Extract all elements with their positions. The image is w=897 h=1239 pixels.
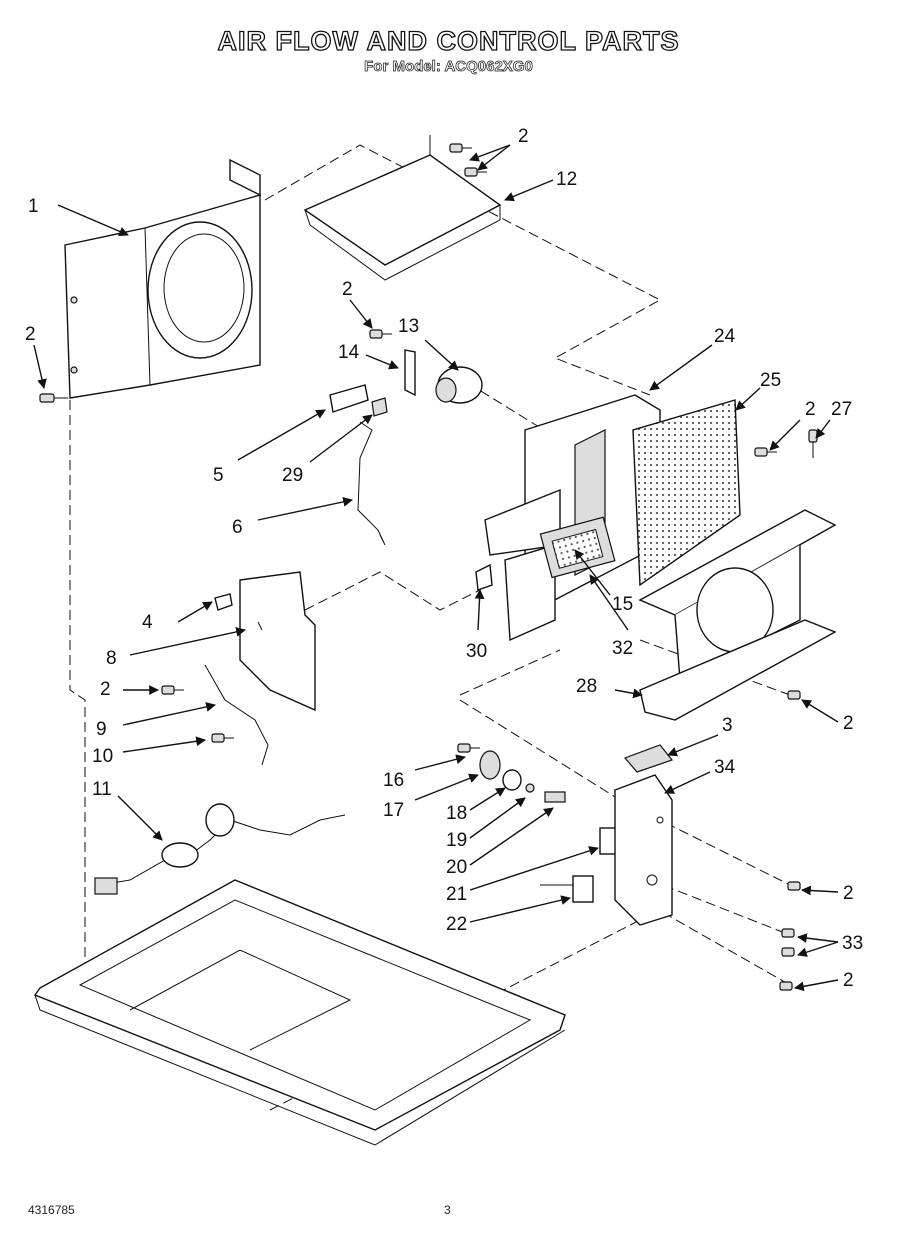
callout-18: 18 [446, 803, 467, 824]
callout-8: 8 [106, 648, 117, 669]
clip-parts [329, 384, 388, 417]
callout-29: 29 [282, 465, 303, 486]
blower-base-part [638, 509, 837, 721]
callout-2: 2 [25, 324, 36, 345]
filter-panel-part [632, 399, 741, 587]
callout-28: 28 [576, 676, 597, 697]
callout-2: 2 [843, 970, 854, 991]
top-cover-plate [303, 135, 502, 281]
callout-2: 2 [518, 126, 529, 147]
callout-6: 6 [232, 517, 243, 538]
callout-22: 22 [446, 914, 467, 935]
callout-labels: 1 2 2 2 2 2 2 2 2 3 4 5 6 8 9 10 11 12 1… [25, 126, 863, 991]
callout-34: 34 [714, 757, 736, 778]
small-bracket-part [475, 563, 493, 591]
callout-2: 2 [843, 713, 854, 734]
model-subtitle: For Model: ACQ062XG0 [364, 58, 533, 76]
page-number: 3 [444, 1203, 451, 1217]
callout-16: 16 [383, 770, 404, 791]
callout-13: 13 [398, 316, 419, 337]
callout-17: 17 [383, 800, 404, 821]
callout-20: 20 [446, 857, 467, 878]
callout-5: 5 [213, 465, 224, 486]
leader-lines [33, 144, 839, 992]
control-bracket-part [484, 394, 661, 642]
inner-bracket-part [214, 571, 316, 712]
base-pan-part [33, 879, 566, 1146]
callout-9: 9 [96, 719, 107, 740]
page-title: AIR FLOW AND CONTROL PARTS [217, 25, 680, 56]
control-panel-plate-part [614, 744, 674, 926]
fan-shroud-part [64, 158, 261, 399]
callout-19: 19 [446, 830, 467, 851]
callout-1: 1 [28, 196, 39, 217]
callout-27: 27 [831, 399, 852, 420]
connecting-rod-part [357, 421, 386, 546]
screw-group [39, 143, 818, 991]
callout-33: 33 [842, 933, 863, 954]
callout-24: 24 [714, 326, 736, 347]
callout-30: 30 [466, 641, 487, 662]
callout-32: 32 [612, 638, 633, 659]
callout-2: 2 [805, 399, 816, 420]
power-cord-part [94, 803, 346, 895]
callout-2: 2 [843, 883, 854, 904]
callout-15: 15 [612, 594, 633, 615]
callout-11: 11 [92, 779, 112, 800]
callout-14: 14 [338, 342, 360, 363]
callout-10: 10 [92, 746, 113, 767]
callout-3: 3 [722, 715, 733, 736]
callout-12: 12 [556, 169, 577, 190]
callout-25: 25 [760, 370, 781, 391]
callout-21: 21 [446, 884, 467, 905]
callout-2: 2 [100, 679, 111, 700]
callout-4: 4 [142, 612, 153, 633]
callout-2: 2 [342, 279, 353, 300]
document-number: 4316785 [28, 1203, 75, 1217]
capacitor-part [404, 349, 483, 404]
ground-wire-part [204, 664, 269, 766]
